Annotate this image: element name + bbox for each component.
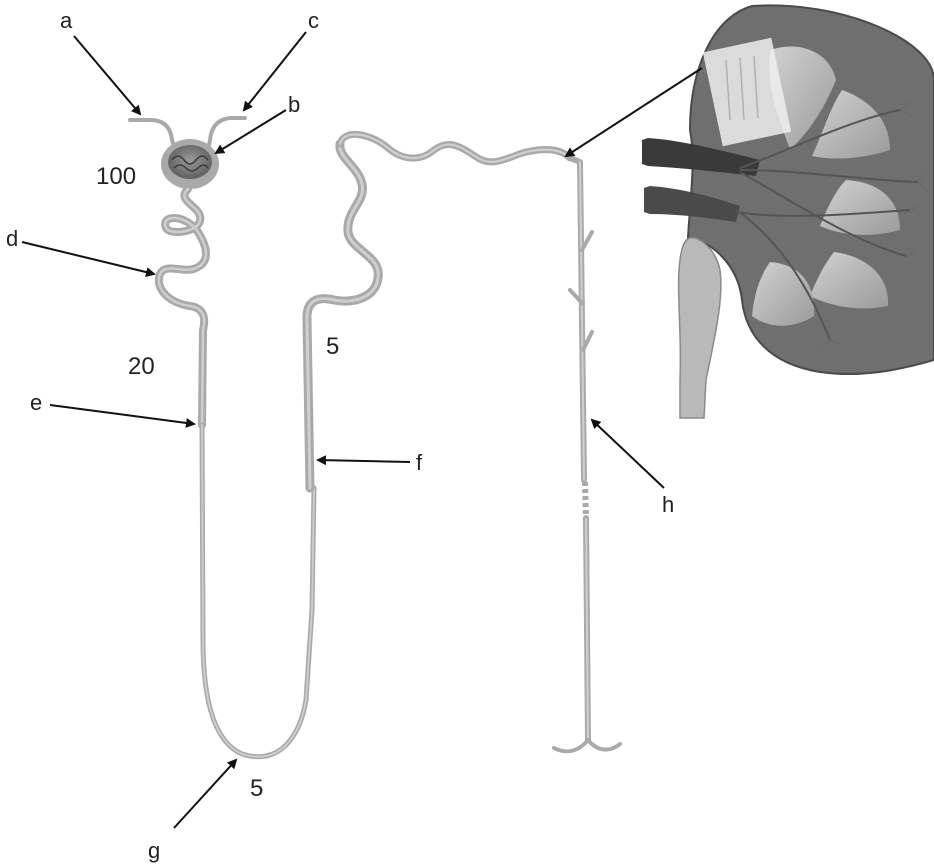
label-e: e — [30, 390, 42, 415]
arrow-h — [592, 420, 664, 488]
nephron-tubule — [130, 118, 620, 757]
label-a: a — [60, 8, 73, 33]
label-d: d — [6, 226, 18, 251]
value-proximal: 20 — [128, 353, 155, 380]
efferent-arteriole — [208, 118, 245, 150]
arrow-a — [74, 36, 140, 114]
label-g: g — [148, 838, 160, 863]
ureter — [679, 238, 721, 418]
glomerulus — [161, 139, 219, 189]
label-c: c — [308, 8, 319, 33]
collecting-duct-break — [585, 482, 586, 518]
arrow-f — [318, 460, 410, 462]
label-f: f — [416, 450, 423, 475]
value-glomerulus: 100 — [96, 163, 136, 190]
diagram-labels: a c b d e f g h 100 20 5 5 — [6, 8, 674, 863]
label-h: h — [662, 492, 674, 517]
arrow-g — [174, 760, 236, 828]
thick-ascending-limb — [307, 144, 378, 488]
value-distal: 5 — [326, 333, 339, 360]
arrow-b — [216, 110, 286, 153]
arrow-e — [50, 405, 194, 424]
duct-fork — [554, 740, 620, 751]
label-b: b — [288, 92, 300, 117]
afferent-arteriole — [130, 120, 175, 150]
kidney-illustration — [642, 5, 934, 418]
pointer-arrows — [22, 32, 702, 828]
value-loop-bottom: 5 — [250, 775, 263, 802]
loop-of-henle — [202, 425, 314, 757]
arrow-d — [22, 242, 154, 274]
